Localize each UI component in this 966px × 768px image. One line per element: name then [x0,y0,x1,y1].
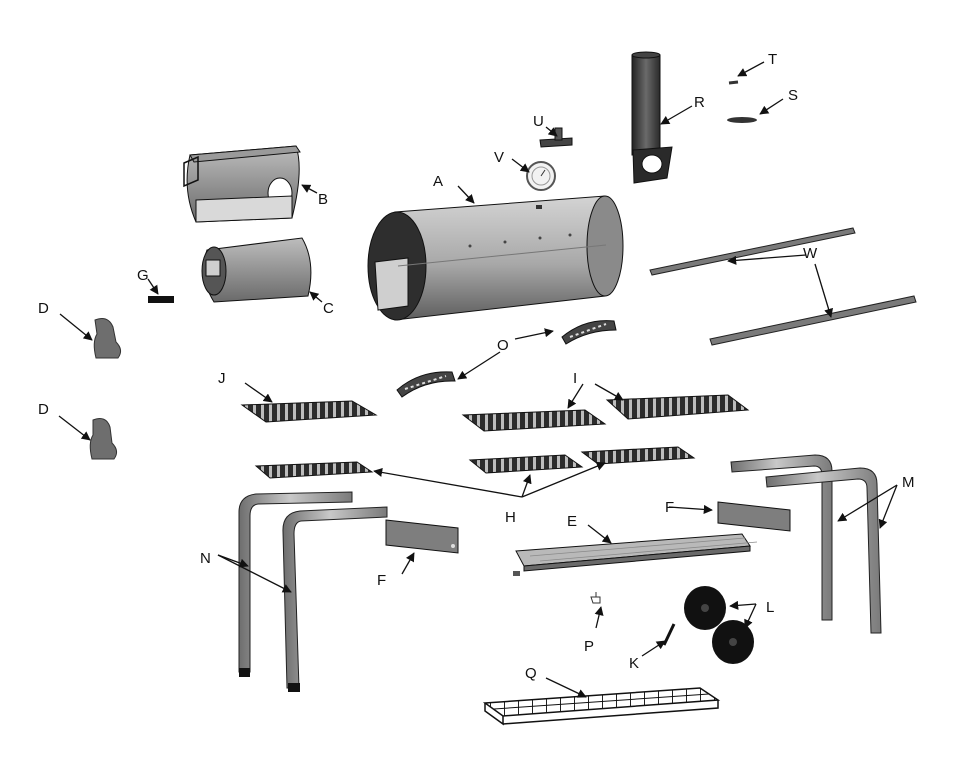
leader-arrows [58,61,898,698]
part-o-handle [396,371,456,398]
part-g-handle [148,296,174,303]
arrow-f2 [401,552,415,575]
label-n: N [200,550,211,567]
arrow-w1 [727,254,807,265]
arrow-r [660,105,693,125]
part-i-grate [605,394,750,420]
part-n-leg [238,491,353,677]
label-b: B [318,191,328,208]
label-l: L [766,599,774,616]
part-f-panel [717,501,791,532]
arrow-q [545,677,587,698]
arrow-c [309,291,323,303]
part-q-rack [482,687,721,726]
label-j: J [218,370,226,387]
part-e-shelf [513,533,758,576]
arrow-w2 [814,263,833,318]
arrow-v [511,158,530,173]
arrow-l1 [729,600,757,610]
part-n-leg [282,506,388,692]
part-r-smokestack [631,51,673,184]
label-d: D [38,401,49,418]
part-k-axle [662,623,676,646]
arrow-g [147,278,159,295]
part-l-wheel [684,586,726,630]
arrow-f1 [668,504,713,514]
arrow-i1 [567,383,584,409]
arrow-o2 [457,351,501,380]
arrow-d1 [59,313,93,341]
part-p-bolt [590,592,601,604]
label-h: H [505,509,516,526]
part-l-wheel [712,620,754,664]
arrow-b [301,184,318,194]
label-m: M [902,474,915,491]
label-o: O [497,337,509,354]
label-i: I [573,370,577,387]
part-h-grate [468,454,584,474]
part-s-plate [727,117,757,123]
arrow-u [545,126,558,137]
arrow-i2 [594,383,624,401]
label-q: Q [525,665,537,682]
arrow-a [457,185,475,204]
part-d-damper [93,318,122,359]
label-e: E [567,513,577,530]
arrow-l2 [744,603,757,629]
part-o-handle [561,320,617,345]
label-d: D [38,300,49,317]
arrow-h3 [521,461,606,498]
label-p: P [584,638,594,655]
label-v: V [494,149,504,166]
label-k: K [629,655,639,672]
label-t: T [768,51,777,68]
part-w-rod [649,227,856,276]
arrow-t [737,61,765,77]
label-r: R [694,94,705,111]
part-v-thermometer [526,161,556,191]
label-c: C [323,300,334,317]
arrow-h2 [521,474,532,498]
part-h-grate [580,446,696,465]
part-w-rod [709,295,917,346]
arrow-s [759,98,784,115]
part-h-grate [254,461,374,479]
part-u-bracket [539,127,573,148]
arrow-m1 [837,484,898,522]
label-g: G [137,267,149,284]
part-d-damper [89,418,118,460]
label-u: U [533,113,544,130]
arrow-h1 [373,467,523,498]
label-f: F [377,572,386,589]
label-w: W [803,245,818,262]
part-a-barrel [367,195,624,321]
part-t-screw [728,80,739,85]
arrow-o1 [514,328,554,340]
label-a: A [433,173,443,190]
label-f: F [665,499,674,516]
label-s: S [788,87,798,104]
part-i-grate [461,409,607,432]
part-labels: A B C D D E F F G H I J K L M N O P Q R … [38,51,915,682]
part-m-leg [765,467,882,634]
part-f-panel [385,519,459,554]
part-b-firebox-lid [183,145,301,223]
arrow-k [641,640,666,657]
arrow-e [587,524,612,544]
arrow-m2 [878,484,898,529]
part-c-firebox [201,237,312,303]
arrow-n2 [217,554,292,593]
part-j-grate [240,400,378,423]
arrow-d2 [58,415,91,441]
arrow-p [594,606,604,629]
arrow-j [244,382,273,403]
